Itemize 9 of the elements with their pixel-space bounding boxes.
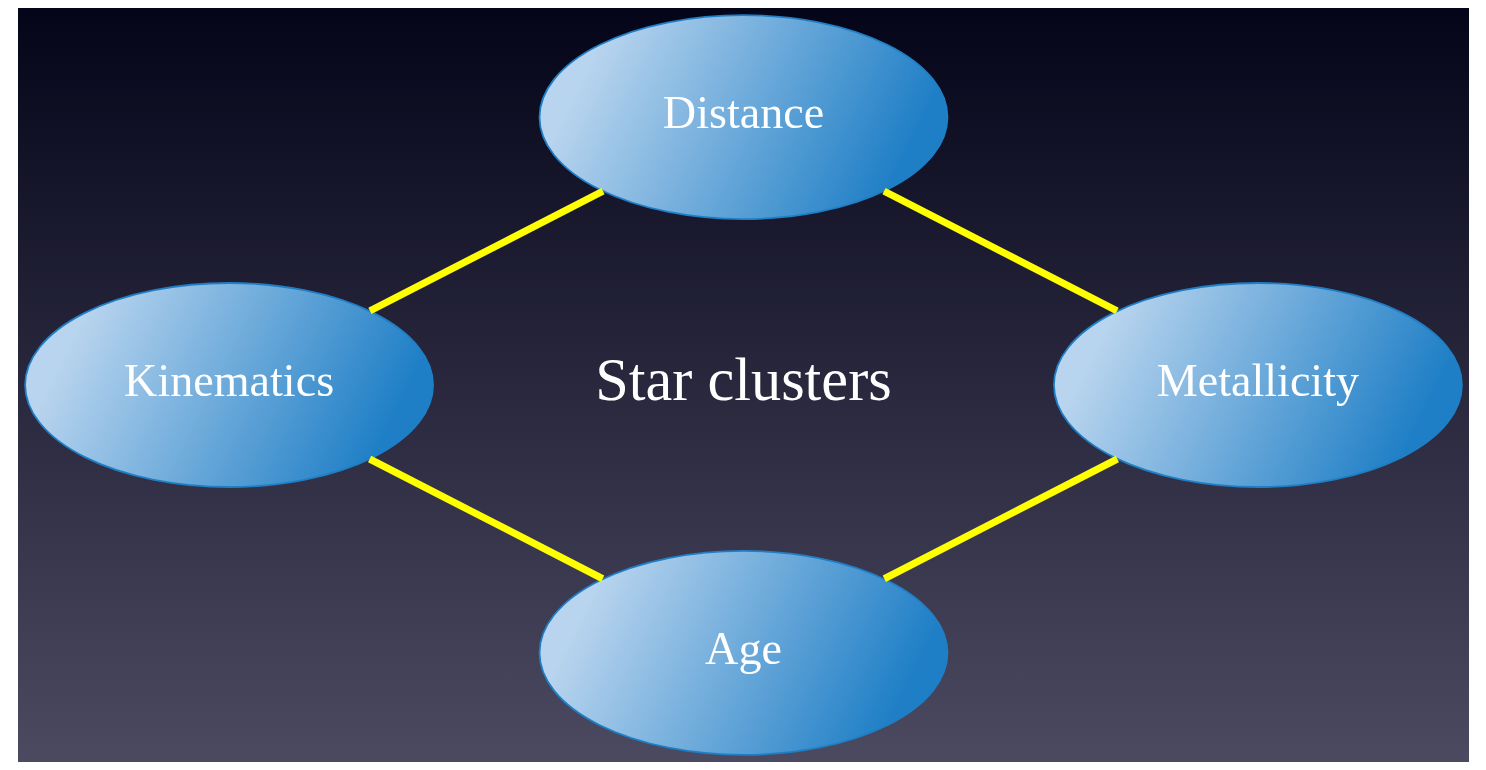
node-ellipse: Age [538,549,948,756]
connector [367,455,604,582]
node-ellipse: Metallicity [1052,282,1463,488]
connector [882,455,1119,582]
connector [367,188,605,315]
connector [881,188,1119,315]
label: Star clusters [594,346,892,414]
node-ellipse: Distance [538,14,948,221]
node-ellipse: Kinematics [23,282,434,488]
